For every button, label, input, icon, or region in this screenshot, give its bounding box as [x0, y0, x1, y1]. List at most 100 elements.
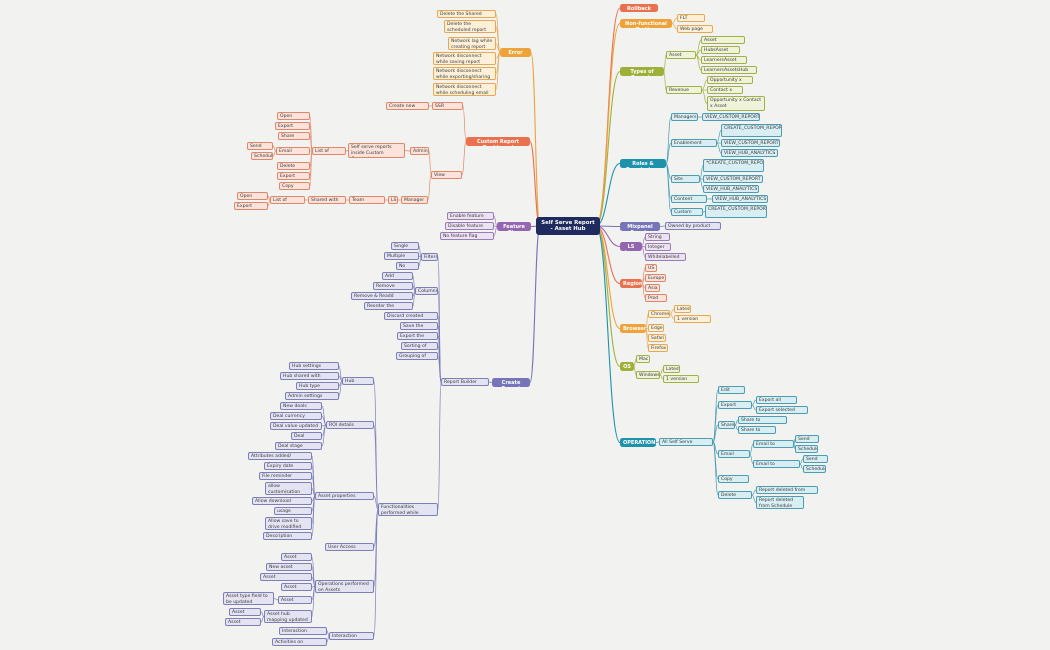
- node-apu[interactable]: Asset properties updated: [315, 492, 374, 500]
- node-rv2[interactable]: Contact x Asset: [707, 86, 743, 94]
- node-edge[interactable]: Edge: [648, 324, 664, 332]
- node-ff1[interactable]: Enable feature flag: [447, 212, 494, 220]
- node-sc[interactable]: Schedule: [251, 152, 273, 160]
- node-rbp[interactable]: Report Builder page: [441, 378, 489, 386]
- node-cre[interactable]: Create Report: [492, 378, 530, 387]
- node-ap7[interactable]: Allow save to drive modified: [265, 517, 312, 530]
- node-err6[interactable]: Network disconnect while scheduling emai…: [433, 83, 496, 96]
- node-f2[interactable]: Multiple filters: [384, 252, 419, 260]
- node-roi1[interactable]: New deals added: [280, 402, 322, 410]
- node-ir1[interactable]: Interaction Creation: [279, 627, 327, 635]
- node-ce1[interactable]: VIEW_HUB_ANALYTICS: [712, 195, 768, 203]
- node-exp2[interactable]: Export selected metrics: [756, 406, 808, 414]
- node-cr[interactable]: Custom role: [671, 208, 703, 216]
- node-sh1[interactable]: Share to individuals: [738, 416, 787, 424]
- node-emgr[interactable]: Email to Managers: [753, 460, 800, 468]
- node-firefox[interactable]: Firefox: [648, 344, 668, 352]
- node-site2[interactable]: VIEW_CUSTOM_REPORT: [703, 175, 763, 183]
- node-del1[interactable]: Report deleted from Saved: [756, 486, 818, 494]
- node-emr[interactable]: Email Report: [276, 147, 310, 155]
- node-nft2[interactable]: Web page test: [677, 25, 713, 33]
- node-ce[interactable]: Content Expert: [671, 195, 707, 203]
- node-ls1[interactable]: String LS: [645, 233, 670, 241]
- node-os[interactable]: OS: [620, 362, 634, 371]
- node-roi3[interactable]: Deal value updated: [270, 422, 322, 430]
- node-edit[interactable]: Edit Report: [718, 386, 745, 394]
- node-oa6b[interactable]: Asset mirrored: [225, 618, 261, 626]
- node-err5[interactable]: Network disconnect while exporting/shari…: [433, 67, 496, 80]
- node-b4[interactable]: Sorting of table: [401, 342, 438, 350]
- node-rg1[interactable]: US: [645, 264, 657, 272]
- node-err3[interactable]: Network lag while creating report: [448, 37, 496, 50]
- node-roi5[interactable]: Deal stage updated: [275, 442, 322, 450]
- node-nft[interactable]: Non-functional Testing: [620, 19, 672, 28]
- node-ena2[interactable]: VIEW_CUSTOM_REPORT: [721, 139, 780, 147]
- node-err1[interactable]: Delete the Shared report: [437, 10, 496, 18]
- node-roi[interactable]: ROI details updated: [326, 421, 374, 429]
- node-fpw[interactable]: Functionalities performed while generati…: [378, 503, 438, 516]
- node-exp[interactable]: Export Report: [718, 401, 752, 409]
- node-site[interactable]: Site owner: [671, 175, 700, 183]
- node-rg4[interactable]: Prod US: [645, 294, 667, 302]
- node-cr1[interactable]: CREATE_CUSTOM_REPORT: [705, 205, 767, 218]
- node-roles[interactable]: Roles & Permissions: [620, 159, 666, 168]
- node-oa2[interactable]: New asset creation: [266, 563, 312, 571]
- node-b1[interactable]: Discard created report: [384, 312, 438, 320]
- node-ap5[interactable]: Allow download modified: [252, 497, 312, 505]
- node-eadm1[interactable]: Send now: [795, 435, 819, 443]
- node-b2[interactable]: Save the Report: [400, 322, 438, 330]
- node-region[interactable]: Region: [620, 279, 642, 288]
- node-ls2[interactable]: Integer LS: [645, 243, 671, 251]
- node-ssri[interactable]: Self serve reports inside Custom Created: [348, 143, 405, 158]
- node-swm[interactable]: Shared with me: [308, 196, 346, 204]
- node-win1[interactable]: Latest: [663, 365, 680, 373]
- node-lor[interactable]: List of reports: [312, 147, 346, 155]
- node-mix1[interactable]: Owned by product team: [665, 222, 721, 230]
- node-opa[interactable]: Operations performed on Assets: [315, 580, 374, 593]
- node-safari[interactable]: Safari: [648, 334, 666, 342]
- node-hu2[interactable]: Hub shared with updated: [280, 372, 339, 380]
- node-ls3[interactable]: Whitelabelled LS: [645, 253, 686, 261]
- node-c2[interactable]: Remove columns: [373, 282, 413, 290]
- node-oa5[interactable]: Asset replace: [278, 596, 312, 604]
- node-er[interactable]: Export Report: [275, 122, 310, 130]
- node-roi2[interactable]: Deal currency updated: [270, 412, 322, 420]
- node-rg3[interactable]: Asia: [645, 284, 660, 292]
- node-ir2[interactable]: Activities on Interaction: [272, 638, 327, 646]
- node-hu4[interactable]: Admin settings updated: [285, 392, 339, 400]
- node-hu3[interactable]: Hub type updated: [296, 382, 339, 390]
- node-ap6[interactable]: usage modified: [274, 507, 312, 515]
- node-err[interactable]: Error cases: [500, 48, 531, 57]
- node-win[interactable]: Windows: [636, 371, 660, 379]
- node-cpr[interactable]: Copy Report: [279, 182, 310, 190]
- node-emgr2[interactable]: Schedule: [803, 465, 826, 473]
- node-vr[interactable]: View Report: [431, 171, 462, 179]
- node-c4[interactable]: Reorder the columns: [364, 302, 413, 310]
- node-ena[interactable]: Enablement Admin: [671, 139, 717, 147]
- node-filt[interactable]: Filters: [421, 253, 438, 261]
- node-oa5a[interactable]: Asset type field to be updated: [223, 592, 274, 605]
- node-ch2[interactable]: 1 version older: [674, 315, 711, 323]
- node-site1[interactable]: *CREATE_CUSTOM_REPORT: [703, 159, 764, 172]
- node-ar4[interactable]: LearnersAssetsHub table: [701, 66, 757, 74]
- node-c3[interactable]: Remove & Readd columns: [351, 292, 413, 300]
- node-sn[interactable]: Send Now: [247, 142, 273, 150]
- node-lsn[interactable]: LS: [388, 196, 398, 204]
- node-ap1[interactable]: Attributes added/ removed: [248, 452, 312, 460]
- node-uau[interactable]: User Access updated: [325, 543, 374, 551]
- node-share[interactable]: Share: [718, 421, 735, 429]
- node-ar3[interactable]: LearnersAsset table: [701, 56, 747, 64]
- node-mix[interactable]: Mixpanel Events: [620, 222, 660, 231]
- node-mgr1[interactable]: VIEW_CUSTOM_REPORT: [702, 113, 760, 121]
- node-rv3[interactable]: Opportunity x Contact x Asset: [707, 96, 765, 111]
- node-rollback[interactable]: Rollback testing: [620, 4, 658, 12]
- node-ar1[interactable]: Asset Table/report: [701, 36, 745, 44]
- node-del2[interactable]: Report deleted from Schedule: [756, 496, 804, 509]
- node-hu[interactable]: Hub updates: [342, 377, 374, 385]
- node-assetrep[interactable]: Asset report: [666, 51, 696, 59]
- node-chrome[interactable]: Chrome: [648, 310, 670, 318]
- node-allrep[interactable]: All Self Serve reports: [659, 438, 713, 446]
- node-browsers[interactable]: Browsers: [620, 324, 646, 333]
- node-win2[interactable]: 1 version older: [663, 375, 699, 383]
- node-or2[interactable]: Open report: [237, 192, 268, 200]
